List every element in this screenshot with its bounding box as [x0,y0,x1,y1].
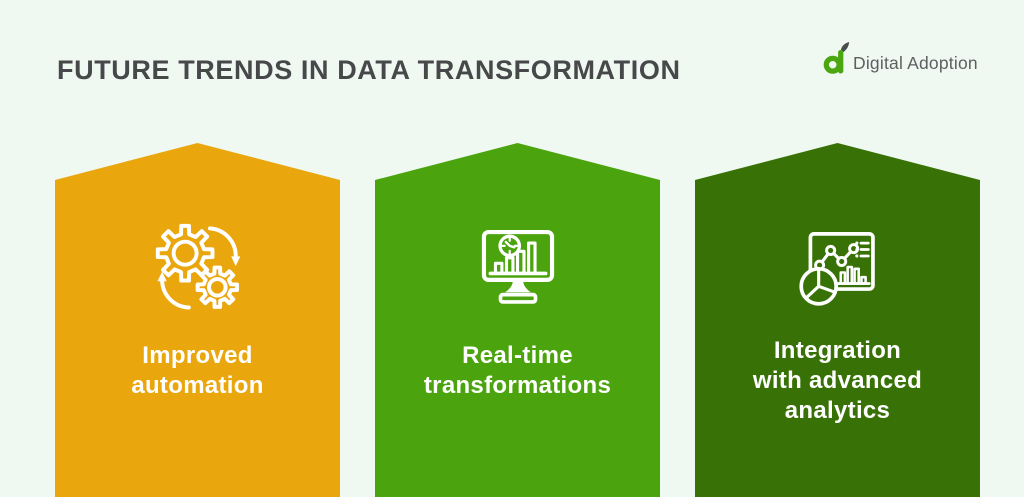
trend-card-label: Improved automation [131,342,264,399]
digital-adoption-logo-icon [823,40,850,76]
brand-name: Digital Adoption [853,53,978,73]
page-title: FUTURE TRENDS IN DATA TRANSFORMATION [57,55,681,85]
trend-card-integration-advanced-analytics: Integration with advanced analytics [695,143,980,497]
brand-logo: Digital Adoption [823,40,978,76]
trend-card-improved-automation: Improved automation [55,143,340,497]
trend-card-real-time-transformations: Real-time transformations [375,143,660,497]
trend-card-label: Integration with advanced analytics [752,337,923,424]
gears-sync-icon [55,221,340,313]
advanced-analytics-dashboard-icon [695,221,980,313]
trend-card-label: Real-time transformations [423,342,612,399]
realtime-monitor-chart-icon [375,221,660,313]
